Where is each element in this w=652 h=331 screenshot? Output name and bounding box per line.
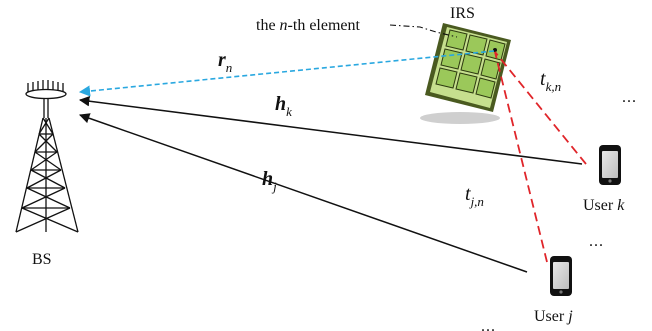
nth-element-label: the n-th element bbox=[256, 17, 361, 34]
bs-tower-icon bbox=[15, 80, 79, 233]
channel-hk-label: hk bbox=[275, 93, 292, 119]
channel-r-label: rn bbox=[218, 49, 232, 75]
user-j-label: User j bbox=[534, 308, 573, 325]
ellipsis-top-right: ... bbox=[622, 89, 637, 106]
ellipsis-bottom: ... bbox=[481, 318, 496, 331]
irs-label: IRS bbox=[450, 5, 475, 22]
channel-tkn-line bbox=[494, 51, 587, 165]
irs-shadow bbox=[420, 112, 500, 124]
user-k-phone-icon bbox=[599, 145, 621, 185]
channel-hk-line bbox=[78, 95, 583, 165]
channel-r-line bbox=[78, 50, 495, 97]
channel-tjn-label: tj,n bbox=[465, 183, 484, 209]
channel-hj-label: hj bbox=[262, 168, 277, 194]
irs-elements bbox=[435, 29, 506, 99]
user-j-phone-icon bbox=[550, 256, 572, 296]
nth-element-pointer bbox=[389, 24, 458, 38]
channel-tjn-line bbox=[494, 51, 548, 263]
ellipsis-mid-right: ... bbox=[589, 233, 604, 250]
user-k-label: User k bbox=[583, 197, 625, 214]
channel-tkn-label: tk,n bbox=[540, 68, 561, 94]
channel-hj-line bbox=[79, 113, 528, 273]
irs-panel bbox=[420, 23, 511, 124]
bs-label: BS bbox=[32, 251, 52, 268]
